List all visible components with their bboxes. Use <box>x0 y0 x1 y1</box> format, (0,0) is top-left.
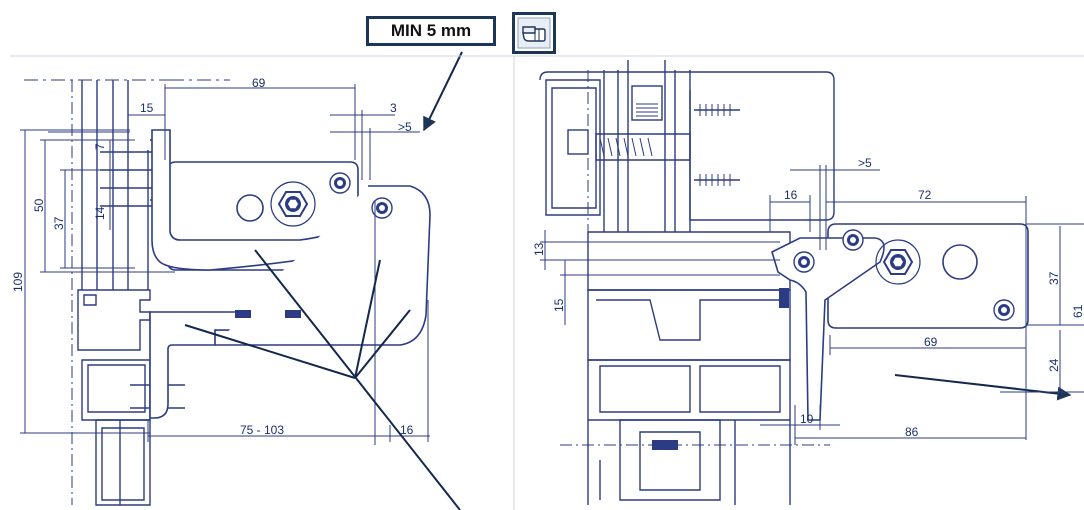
callout-label: MIN 5 mm <box>390 21 472 40</box>
dim-14: 14 <box>93 206 107 220</box>
left-dimension-labels: 69 15 3 >5 7 50 37 14 109 75 - 103 16 <box>11 76 414 437</box>
dim-72: 72 <box>918 188 932 202</box>
left-view: 69 15 3 >5 7 50 37 14 109 75 - 103 16 <box>11 51 463 510</box>
right-dimensions <box>540 165 1084 445</box>
dim-13: 13 <box>532 242 546 256</box>
dim-10: 10 <box>800 412 814 426</box>
dim-24: 24 <box>1047 358 1061 372</box>
left-bracket <box>149 129 431 445</box>
dim-75-103: 75 - 103 <box>240 423 284 437</box>
dim-16: 16 <box>400 423 414 437</box>
right-frame-profile <box>539 60 835 505</box>
hand-pointing-icon <box>512 12 556 54</box>
min-5mm-callout: MIN 5 mm <box>366 16 496 46</box>
right-view: >5 16 72 13 15 37 61 69 24 10 86 <box>532 60 1084 505</box>
dim-86: 86 <box>905 425 919 439</box>
right-bracket <box>771 223 1072 421</box>
dim-gt5: >5 <box>398 120 412 134</box>
dim-gt5-right: >5 <box>858 156 872 170</box>
screw-icon <box>595 104 740 186</box>
dim-69: 69 <box>252 76 266 90</box>
right-dimension-labels: >5 16 72 13 15 37 61 69 24 10 86 <box>532 156 1084 439</box>
dim-69-right: 69 <box>924 335 938 349</box>
dim-50: 50 <box>32 198 46 212</box>
dim-15: 15 <box>140 101 154 115</box>
leader-lines <box>184 51 463 510</box>
left-dimensions <box>20 84 430 442</box>
dim-15-right: 15 <box>552 298 566 312</box>
left-frame-profile <box>24 79 230 506</box>
dim-16-right: 16 <box>784 188 798 202</box>
dim-61: 61 <box>1071 304 1084 318</box>
dim-37-right: 37 <box>1047 271 1061 285</box>
dim-3: 3 <box>390 101 397 115</box>
dim-37: 37 <box>52 216 66 230</box>
dim-109: 109 <box>11 272 25 292</box>
dim-7: 7 <box>93 143 107 150</box>
